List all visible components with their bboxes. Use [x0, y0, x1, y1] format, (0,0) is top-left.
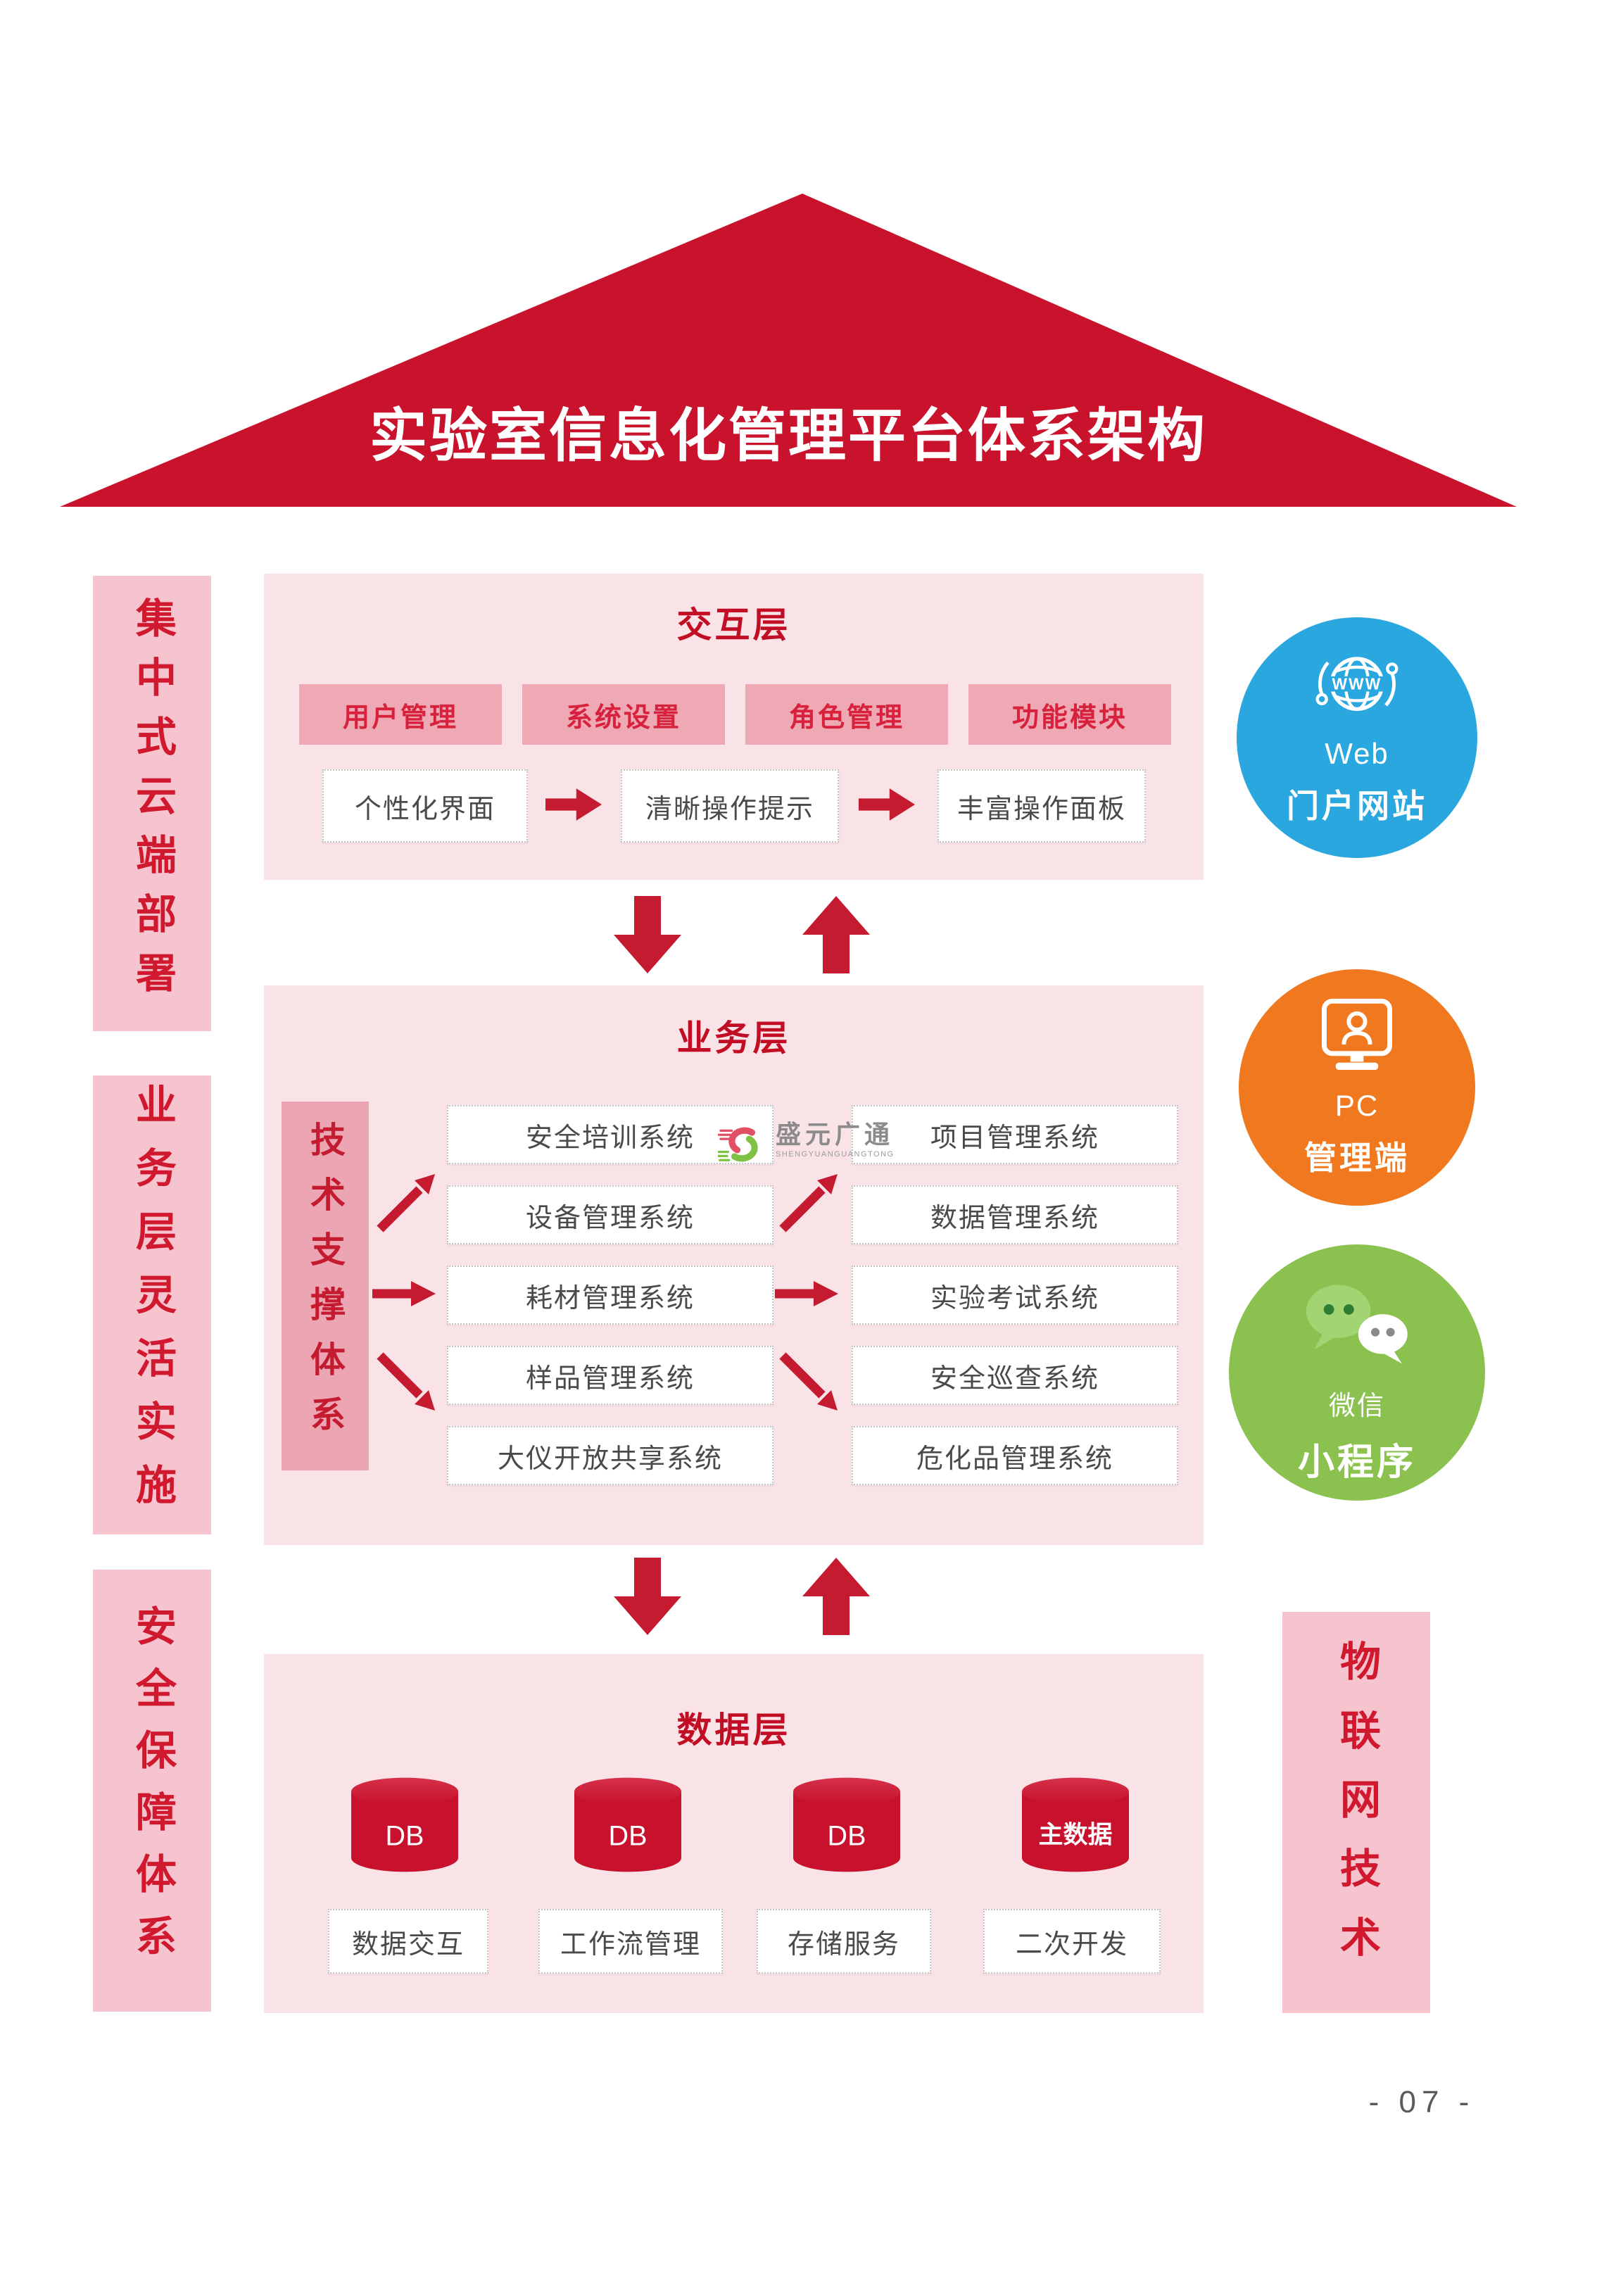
channel-pc-admin: PC 管理端 — [1239, 969, 1475, 1206]
logo-subtitle: SHENGYUANGUANGTONG — [776, 1149, 895, 1159]
cylinder-label: DB — [386, 1820, 424, 1851]
page-title: 实验室信息化管理平台体系架构 — [369, 404, 1207, 468]
channel-pc-line2: 管理端 — [1304, 1140, 1410, 1176]
sidebar-security-system: 安全保障体系 — [93, 1570, 211, 2012]
system-instrument-sharing: 大仪开放共享系统 — [447, 1426, 773, 1485]
channel-web-line1: Web — [1325, 737, 1389, 770]
pc-monitor-icon — [1321, 998, 1393, 1071]
sidebar-cloud-deployment: 集中式云端部署 — [93, 576, 211, 1031]
database-cylinder-icon: DB — [351, 1777, 458, 1872]
sidebar-cloud-deployment-label: 集中式云端部署 — [130, 596, 175, 1011]
up-right-arrow-icon — [779, 1174, 838, 1232]
down-right-arrow-icon — [779, 1352, 838, 1411]
up-right-arrow-icon — [377, 1174, 435, 1232]
service-data-exchange: 数据交互 — [328, 1909, 488, 1974]
service-workflow-management: 工作流管理 — [538, 1909, 723, 1974]
brand-logo: 盛元广通 SHENGYUANGUANGTONG — [718, 1121, 895, 1170]
right-block-arrow-icon — [859, 788, 915, 821]
logo-name: 盛元广通 — [776, 1120, 895, 1149]
master-data-cylinder-icon: 主数据 — [1022, 1777, 1129, 1872]
up-block-arrow-icon — [802, 1558, 870, 1635]
system-exam-management: 实验考试系统 — [852, 1266, 1178, 1325]
www-globe-icon: WWW — [1315, 657, 1398, 712]
channel-wechat-line1: 微信 — [1328, 1392, 1385, 1421]
wechat-icon — [1306, 1285, 1408, 1364]
tech-support-bar-label: 技术支撑体系 — [305, 1121, 345, 1451]
system-hazmat-management: 危化品管理系统 — [852, 1426, 1178, 1485]
svg-text:WWW: WWW — [1332, 674, 1382, 693]
channel-web-line2: 门户网站 — [1287, 788, 1427, 824]
system-project-management: 项目管理系统 — [852, 1105, 1178, 1164]
business-layer-title: 业务层 — [676, 1018, 791, 1058]
cylinder-label: 主数据 — [1039, 1821, 1113, 1848]
service-secondary-development: 二次开发 — [983, 1909, 1161, 1974]
module-system-settings: 系统设置 — [522, 684, 725, 745]
sidebar-iot-technology: 物联网技术 — [1282, 1612, 1430, 2013]
interaction-layer-title: 交互层 — [676, 605, 791, 645]
down-block-arrow-icon — [614, 896, 681, 973]
flow-rich-panel: 丰富操作面板 — [937, 769, 1146, 843]
flow-clear-prompts: 清晰操作提示 — [621, 769, 839, 843]
system-equipment-management: 设备管理系统 — [447, 1185, 773, 1244]
cylinder-label: DB — [609, 1820, 648, 1851]
module-role-management: 角色管理 — [745, 684, 948, 745]
down-block-arrow-icon — [614, 1558, 681, 1635]
module-user-management: 用户管理 — [299, 684, 502, 745]
up-block-arrow-icon — [802, 896, 870, 973]
roof-triangle — [60, 194, 1517, 507]
cylinder-label: DB — [828, 1820, 866, 1851]
channel-wechat-line2: 小程序 — [1297, 1442, 1416, 1483]
sidebar-flexible-implementation: 业务层灵活实施 — [93, 1076, 211, 1534]
right-arrow-icon — [372, 1281, 436, 1306]
system-data-management: 数据管理系统 — [852, 1185, 1178, 1244]
service-storage: 存储服务 — [757, 1909, 931, 1974]
logo-mark-icon — [718, 1127, 758, 1162]
database-cylinder-icon: DB — [574, 1777, 681, 1872]
channel-pc-line1: PC — [1334, 1089, 1379, 1122]
right-block-arrow-icon — [545, 788, 602, 821]
system-sample-management: 样品管理系统 — [447, 1346, 773, 1405]
system-consumables-management: 耗材管理系统 — [447, 1266, 773, 1325]
right-arrow-icon — [775, 1281, 838, 1306]
flow-personalized-ui: 个性化界面 — [322, 769, 528, 843]
sidebar-flexible-implementation-label: 业务层灵活实施 — [130, 1083, 175, 1527]
data-layer-title: 数据层 — [676, 1710, 791, 1750]
module-function-blocks: 功能模块 — [968, 684, 1171, 745]
channel-wechat-miniprogram: 微信 小程序 — [1229, 1244, 1485, 1501]
channel-web-portal: WWW Web 门户网站 — [1237, 617, 1477, 858]
tech-support-bar: 技术支撑体系 — [282, 1102, 369, 1470]
page-number: - 07 - — [1368, 2085, 1475, 2119]
down-right-arrow-icon — [377, 1352, 435, 1411]
system-safety-inspection: 安全巡查系统 — [852, 1346, 1178, 1405]
sidebar-security-system-label: 安全保障体系 — [130, 1605, 175, 1976]
sidebar-iot-technology-label: 物联网技术 — [1334, 1640, 1379, 1985]
database-cylinder-icon: DB — [793, 1777, 900, 1872]
